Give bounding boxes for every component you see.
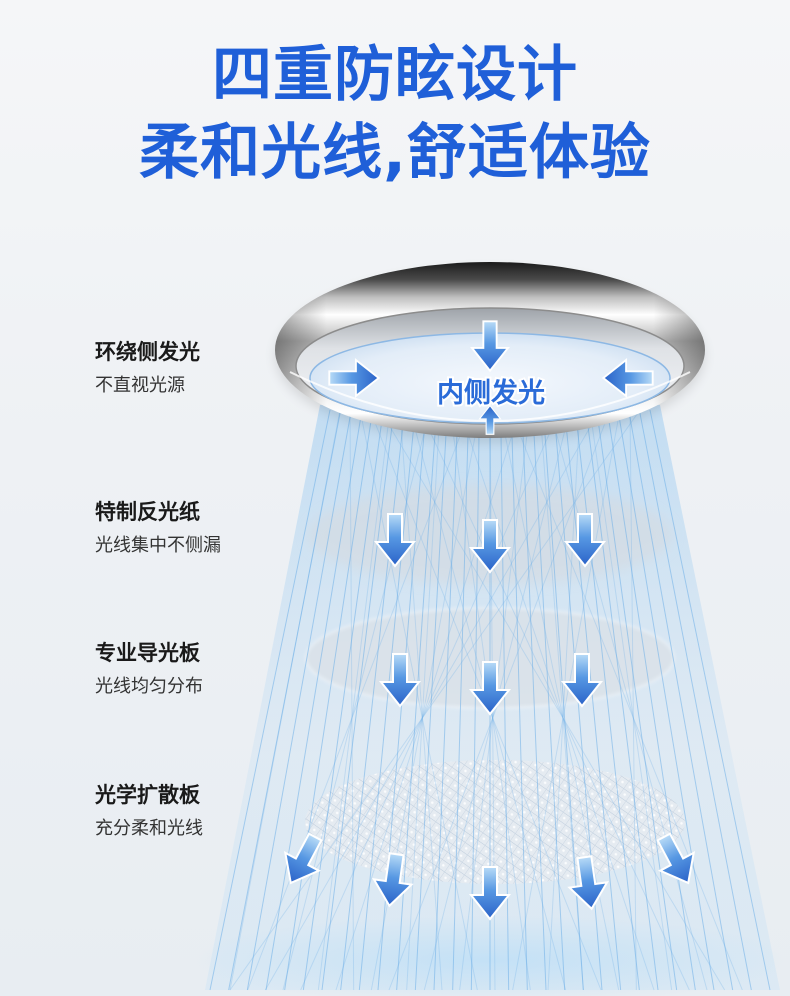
light-beam bbox=[406, 409, 441, 991]
headline-line-1: 四重防眩设计 bbox=[212, 40, 578, 110]
light-beam bbox=[321, 409, 395, 991]
feature-description: 光线均匀分布 bbox=[95, 676, 203, 697]
light-beam bbox=[246, 409, 352, 991]
feature-light-guide-plate: 专业导光板 光线均匀分布 bbox=[95, 641, 295, 698]
light-beam bbox=[282, 409, 431, 991]
light-beam bbox=[510, 409, 528, 991]
feature-reflector-paper: 特制反光纸 光线集中不侧漏 bbox=[95, 500, 295, 557]
feature-title: 光学扩散板 bbox=[95, 783, 200, 807]
feature-title: 专业导光板 bbox=[95, 641, 200, 665]
light-beam bbox=[470, 409, 480, 991]
light-beam bbox=[317, 409, 391, 991]
light-beam bbox=[628, 409, 734, 991]
light-beam bbox=[532, 409, 566, 991]
light-beam bbox=[359, 409, 478, 991]
light-beam bbox=[229, 409, 341, 991]
light-beam bbox=[414, 409, 448, 991]
light-beam bbox=[512, 409, 621, 991]
light-beam bbox=[500, 409, 510, 991]
light-beam bbox=[549, 409, 708, 991]
diffuser-plate-icon bbox=[305, 760, 685, 884]
light-beam bbox=[302, 409, 384, 991]
light-beam bbox=[264, 409, 601, 991]
light-beam bbox=[340, 409, 406, 991]
feature-surround-side-glow: 环绕侧发光 不直视光源 bbox=[95, 340, 295, 397]
feature-description: 充分柔和光线 bbox=[95, 818, 203, 839]
light-beam bbox=[459, 409, 655, 991]
light-beam bbox=[419, 409, 690, 991]
light-beam bbox=[521, 409, 547, 991]
feature-diffuser-plate: 光学扩散板 充分柔和光线 bbox=[95, 783, 295, 840]
feature-description: 光线集中不侧漏 bbox=[95, 535, 221, 556]
light-beam bbox=[358, 409, 416, 991]
light-beam bbox=[547, 409, 581, 991]
light-beam bbox=[349, 409, 355, 991]
light-beam bbox=[452, 409, 470, 991]
light-beam bbox=[606, 409, 696, 991]
light-beam bbox=[589, 409, 673, 991]
feature-title: 特制反光纸 bbox=[95, 500, 200, 524]
feature-title: 环绕侧发光 bbox=[95, 340, 200, 364]
light-beam bbox=[379, 409, 726, 991]
light-beam bbox=[585, 409, 659, 991]
inner-glow-label: 内侧发光 bbox=[437, 377, 545, 409]
light-beam bbox=[596, 409, 678, 991]
light-beam bbox=[265, 409, 363, 991]
light-beam bbox=[433, 409, 459, 991]
light-beam bbox=[574, 409, 640, 991]
light-beam bbox=[564, 409, 622, 991]
light-beam bbox=[629, 409, 637, 991]
light-beam bbox=[399, 409, 443, 991]
light-beam bbox=[335, 409, 521, 991]
light-beam bbox=[509, 409, 743, 991]
headline-line-2: 柔和光线,舒适体验 bbox=[139, 118, 651, 188]
light-beam bbox=[247, 409, 471, 991]
light-beam bbox=[617, 409, 715, 991]
light-beam bbox=[300, 409, 561, 991]
light-beam bbox=[209, 409, 331, 991]
light-beam bbox=[229, 409, 641, 991]
feature-description: 不直视光源 bbox=[95, 375, 185, 396]
light-beam bbox=[228, 409, 342, 991]
light-beam bbox=[638, 409, 752, 991]
light-beam bbox=[284, 409, 374, 991]
light-beam bbox=[649, 409, 771, 991]
